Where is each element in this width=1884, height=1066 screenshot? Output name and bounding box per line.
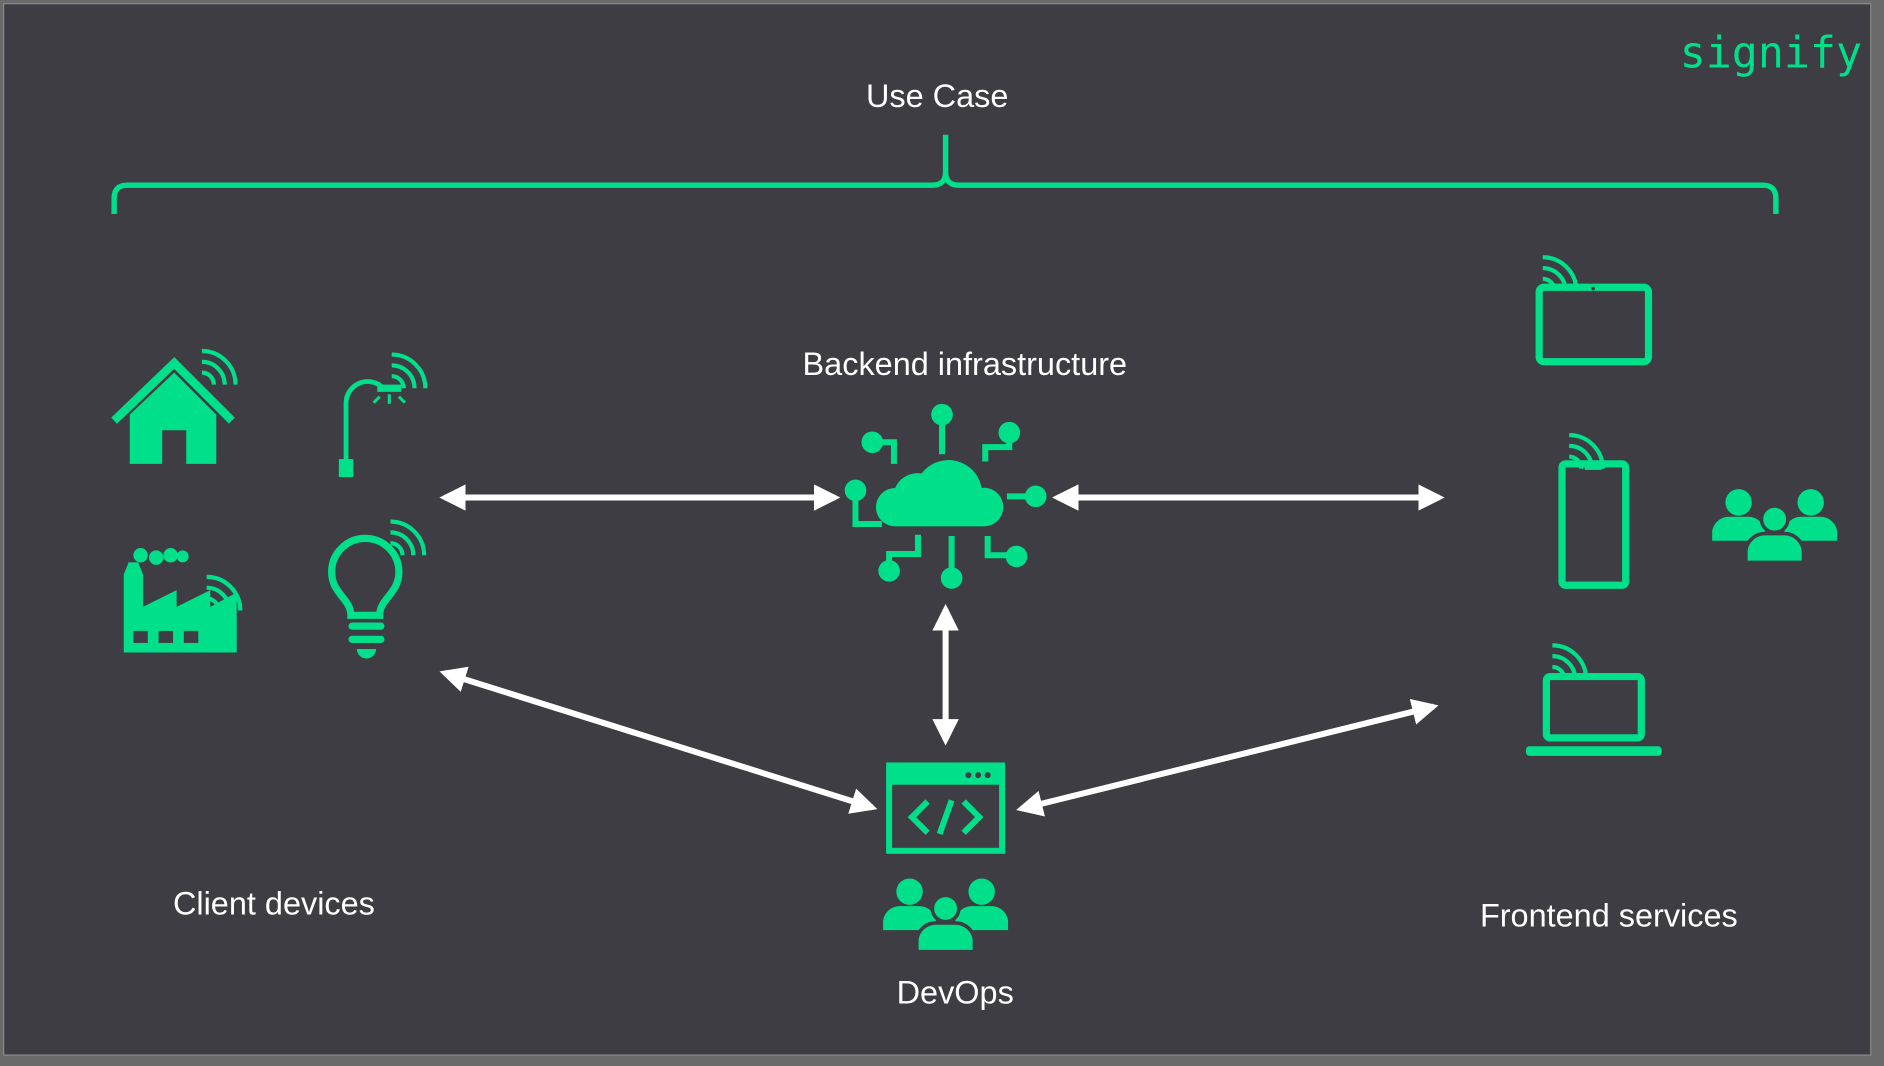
devops-label: DevOps xyxy=(897,974,1014,1010)
client-devices-label: Client devices xyxy=(173,885,375,921)
light-bulb-wifi-icon xyxy=(328,522,425,659)
laptop-wifi-icon xyxy=(1525,645,1662,756)
house-wifi-icon xyxy=(111,351,235,464)
factory-wifi-icon xyxy=(123,548,241,653)
arrow-client-devops xyxy=(439,666,878,814)
use-case-brace xyxy=(111,134,1779,214)
backend-label: Backend infrastructure xyxy=(803,346,1128,382)
tablet-wifi-icon xyxy=(1535,257,1653,366)
code-window-icon xyxy=(886,762,1006,854)
street-lamp-wifi-icon xyxy=(338,355,426,478)
phone-wifi-icon xyxy=(1558,435,1630,589)
cloud-circuit-icon xyxy=(844,403,1047,589)
signify-logo: signify xyxy=(1680,28,1862,78)
arrow-devops-frontend xyxy=(1016,698,1439,817)
use-case-title: Use Case xyxy=(866,78,1008,114)
frontend-services-label: Frontend services xyxy=(1480,898,1738,934)
